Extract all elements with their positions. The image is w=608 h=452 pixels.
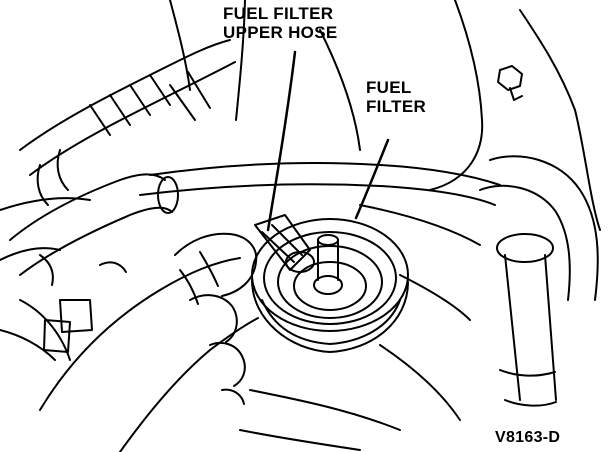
leader-upper-hose xyxy=(266,50,297,232)
callout-line-2: UPPER HOSE xyxy=(223,23,338,42)
technician-hand xyxy=(39,232,259,452)
bolt-icon xyxy=(497,65,523,101)
callout-line-2: FILTER xyxy=(366,97,427,116)
wiring-harness xyxy=(19,39,236,206)
leader-fuel-filter xyxy=(354,138,390,220)
callout-line-1: FUEL xyxy=(366,78,412,97)
callout-fuel-filter-upper-hose: FUEL FILTER UPPER HOSE xyxy=(223,4,337,42)
fuel-filter-canister xyxy=(251,218,409,353)
right-hose xyxy=(479,155,599,407)
figure-id: V8163-D xyxy=(495,429,561,446)
callout-leaders xyxy=(266,50,390,232)
callout-line-1: FUEL FILTER xyxy=(223,4,334,23)
upper-hose-connector xyxy=(254,214,315,273)
callout-fuel-filter: FUEL FILTER xyxy=(366,78,426,116)
left-hose xyxy=(9,173,179,353)
